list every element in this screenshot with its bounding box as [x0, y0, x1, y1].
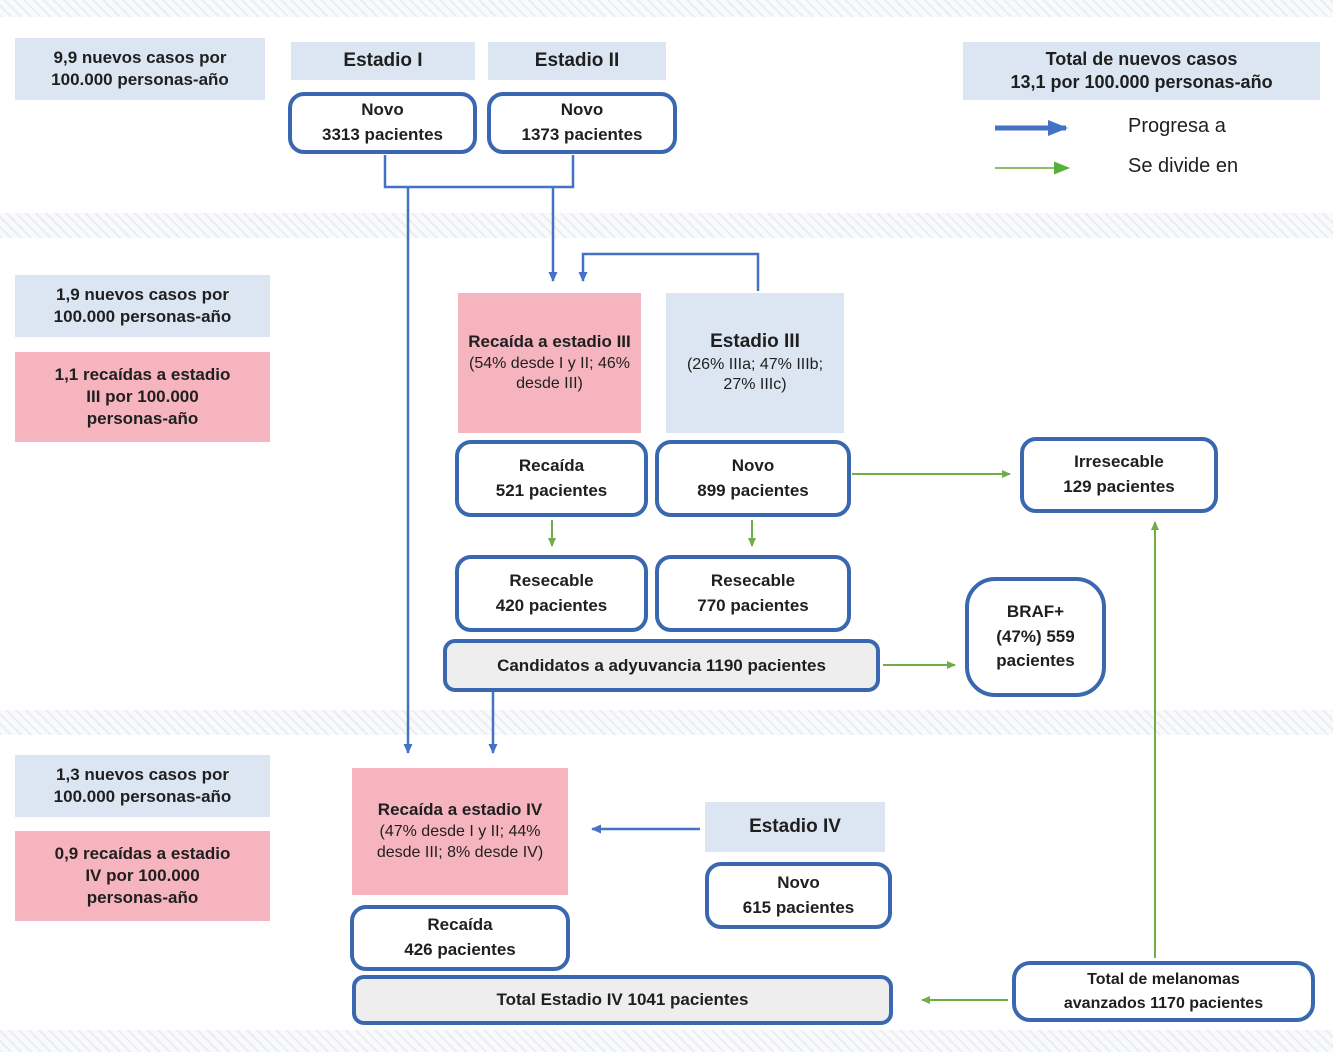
header-estadio-4: Estadio IV — [705, 802, 885, 852]
divider-band-bottom — [0, 1030, 1333, 1052]
recaida4-title: Recaída a estadio IV — [377, 800, 543, 820]
node-novo-899: Novo 899 pacientes — [655, 440, 851, 517]
node-resecable-770: Resecable 770 pacientes — [655, 555, 851, 632]
node-novo-615: Novo 615 pacientes — [705, 862, 892, 929]
node-recaida-426: Recaída 426 pacientes — [350, 905, 570, 971]
node-estadio3: Estadio III (26% IIIa; 47% IIIb; 27% III… — [666, 293, 844, 433]
divider-band-2 — [0, 710, 1333, 735]
node-braf: BRAF+ (47%) 559 pacientes — [965, 577, 1106, 697]
node-candidatos-adyuvancia: Candidatos a adyuvancia 1190 pacientes — [443, 639, 880, 692]
relapse-rate-stage4: 0,9 recaídas a estadio IV por 100.000 pe… — [15, 831, 270, 921]
estadio3-title: Estadio III — [710, 330, 800, 352]
recaida3-title: Recaída a estadio III — [468, 331, 631, 351]
header-estadio-2: Estadio II — [488, 42, 666, 80]
node-recaida-521: Recaída 521 pacientes — [455, 440, 648, 517]
recaida3-subtitle: (54% desde I y II; 46% desde III) — [469, 354, 630, 393]
node-novo-1373: Novo 1373 pacientes — [487, 92, 677, 154]
header-estadio-1: Estadio I — [291, 42, 475, 80]
incidence-rate-stage3: 1,9 nuevos casos por 100.000 personas-añ… — [15, 275, 270, 337]
node-total-estadio4: Total Estadio IV 1041 pacientes — [352, 975, 893, 1025]
node-recaida-estadio3: Recaída a estadio III (54% desde I y II;… — [458, 293, 641, 433]
incidence-rate-stage12: 9,9 nuevos casos por 100.000 personas-añ… — [15, 38, 265, 100]
recaida4-subtitle: (47% desde I y II; 44% desde III; 8% des… — [376, 823, 544, 861]
legend-label-divide: Se divide en — [1128, 155, 1239, 177]
node-irresecable-129: Irresecable 129 pacientes — [1020, 437, 1218, 513]
estadio3-subtitle: (26% IIIa; 47% IIIb; 27% IIIc) — [686, 355, 824, 394]
node-novo-3313: Novo 3313 pacientes — [288, 92, 477, 154]
total-new-cases-rate: Total de nuevos casos 13,1 por 100.000 p… — [963, 42, 1320, 100]
node-recaida-estadio4: Recaída a estadio IV (47% desde I y II; … — [352, 768, 568, 895]
legend-label-progresa: Progresa a — [1128, 115, 1226, 137]
divider-band-1 — [0, 213, 1333, 238]
incidence-rate-stage4: 1,3 nuevos casos por 100.000 personas-añ… — [15, 755, 270, 817]
node-resecable-420: Resecable 420 pacientes — [455, 555, 648, 632]
bracket-estadio1-2 — [383, 155, 575, 189]
relapse-rate-stage3: 1,1 recaídas a estadio III por 100.000 p… — [15, 352, 270, 442]
node-total-melanomas: Total de melanomas avanzados 1170 pacien… — [1012, 961, 1315, 1022]
arrow-estadio3-to-recaida3 — [578, 252, 760, 291]
divider-band-top — [0, 0, 1333, 17]
